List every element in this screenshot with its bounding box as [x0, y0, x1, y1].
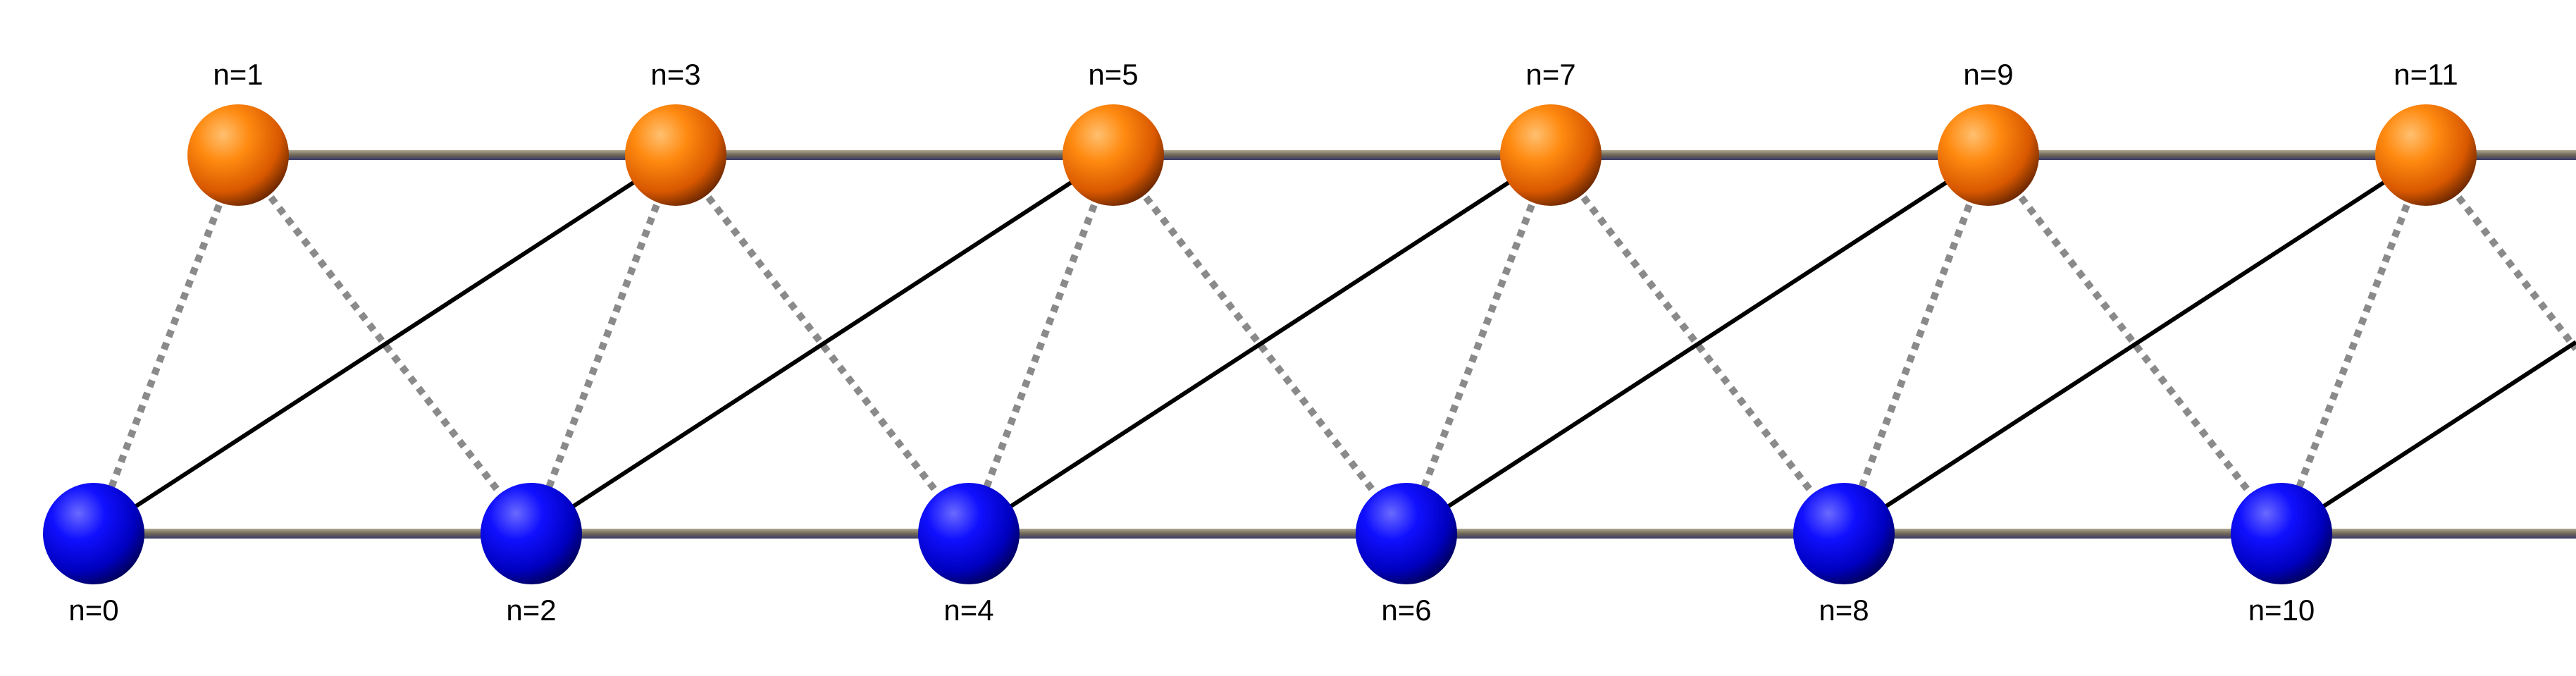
top-site-label: n=1	[213, 58, 263, 91]
solid-bond	[92, 153, 677, 536]
bottom-site-label: n=6	[1381, 594, 1431, 627]
top-row-labels: n=1 n=3 n=5 n=7 n=9 n=11	[213, 58, 2458, 91]
bottom-site-sphere	[1793, 483, 1895, 584]
rail-bonds	[94, 150, 2576, 539]
dotted-diagonal-bonds	[90, 152, 2576, 536]
top-site-label: n=5	[1088, 58, 1138, 91]
top-site-sphere	[1500, 104, 1602, 206]
bottom-site-sphere	[1356, 483, 1457, 584]
top-site-label: n=3	[650, 58, 700, 91]
solid-diagonal-bonds	[92, 153, 2576, 536]
bottom-site-label: n=10	[2248, 594, 2315, 627]
bottom-site-sphere	[918, 483, 1020, 584]
top-site-sphere	[187, 104, 289, 206]
bottom-site-sphere	[481, 483, 582, 584]
top-site-sphere	[2375, 104, 2477, 206]
bottom-row-labels: n=0 n=2 n=4 n=6 n=8 n=10	[68, 594, 2315, 627]
bottom-site-label: n=8	[1819, 594, 1869, 627]
solid-bond	[530, 153, 1115, 536]
bottom-site-label: n=0	[68, 594, 118, 627]
top-site-label: n=9	[1963, 58, 2013, 91]
top-site-label: n=11	[2394, 58, 2458, 91]
top-rail-bond	[238, 150, 2576, 160]
bottom-site-label: n=2	[506, 594, 556, 627]
top-site-sphere	[1938, 104, 2039, 206]
dotted-bond	[1840, 154, 1992, 535]
bottom-site-sphere	[2231, 483, 2332, 584]
top-site-label: n=7	[1525, 58, 1575, 91]
dotted-bond	[90, 154, 242, 535]
bottom-row-sites	[43, 483, 2332, 584]
dotted-bond	[1403, 154, 1554, 535]
bottom-rail-bond	[94, 529, 2576, 539]
top-site-sphere	[625, 104, 726, 206]
top-row-sites	[187, 104, 2477, 206]
bottom-site-label: n=4	[943, 594, 993, 627]
solid-bond	[2280, 340, 2576, 536]
bottom-site-sphere	[43, 483, 144, 584]
dotted-bond	[528, 154, 679, 535]
top-site-sphere	[1063, 104, 1164, 206]
solid-bond	[967, 153, 1552, 536]
dotted-bond	[965, 154, 1117, 535]
dotted-bond	[2278, 154, 2429, 535]
solid-bond	[1405, 153, 1990, 536]
solid-bond	[1843, 153, 2427, 536]
